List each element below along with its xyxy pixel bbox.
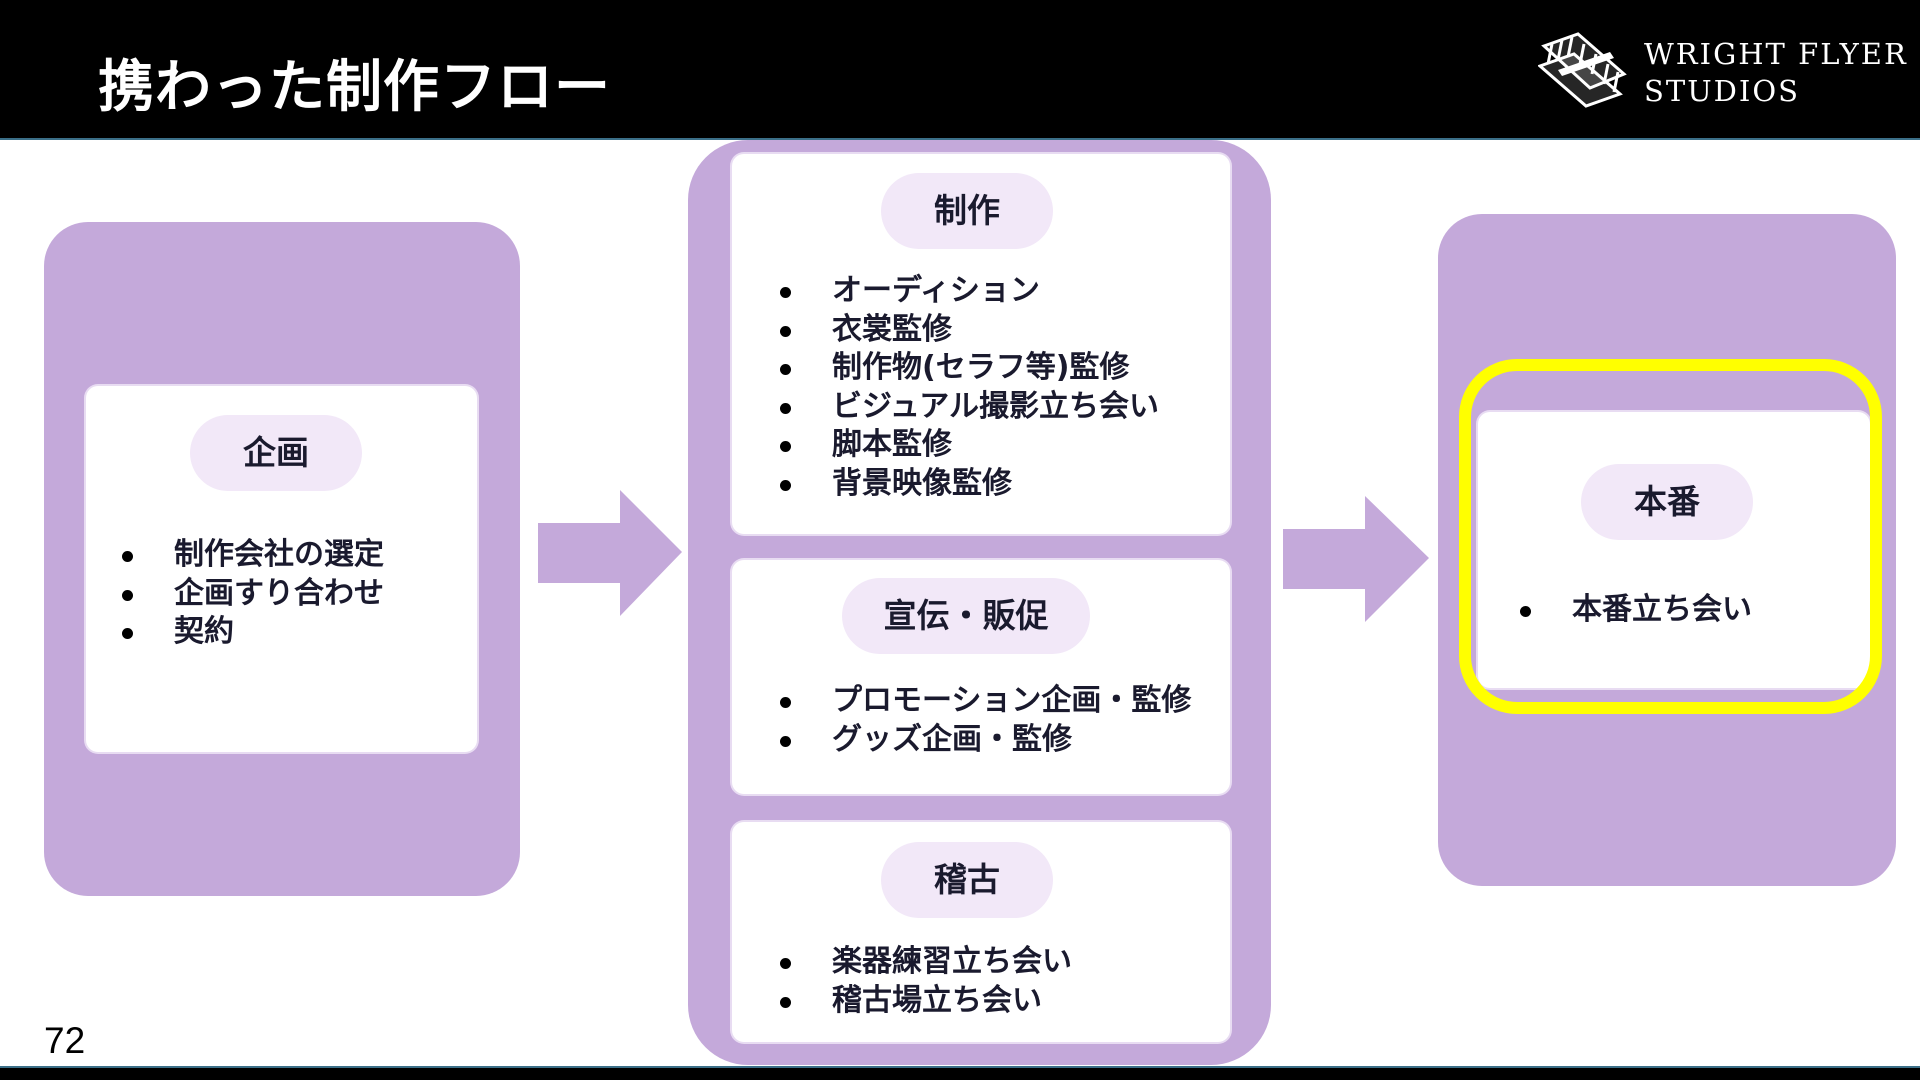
planning-label: 企画 [190, 415, 362, 491]
list-item: プロモーション企画・監修 [778, 682, 1191, 721]
flow-arrow-icon [538, 490, 682, 616]
footer-divider [0, 1066, 1920, 1068]
list-item: 衣裳監修 [778, 311, 1159, 350]
footer-bar [0, 1068, 1920, 1080]
list-item: 企画すり合わせ [120, 575, 384, 614]
performance-card [1478, 412, 1870, 688]
list-item: 稽古場立ち会い [778, 982, 1072, 1021]
list-item: 脚本監修 [778, 426, 1159, 465]
performance-label: 本番 [1581, 464, 1753, 540]
list-item: 制作会社の選定 [120, 536, 384, 575]
list-item: 本番立ち会い [1518, 591, 1752, 630]
production-list: オーディション 衣裳監修 制作物(セラフ等)監修 ビジュアル撮影立ち会い 脚本監… [778, 272, 1159, 503]
list-item: オーディション [778, 272, 1159, 311]
list-item: 楽器練習立ち会い [778, 943, 1072, 982]
logo-line-2: STUDIOS [1644, 74, 1800, 108]
list-item: 背景映像監修 [778, 465, 1159, 504]
page-number: 72 [44, 1020, 86, 1061]
list-item: ビジュアル撮影立ち会い [778, 388, 1159, 427]
header-divider [0, 138, 1920, 140]
rehearsal-label: 稽古 [881, 842, 1053, 918]
planning-list: 制作会社の選定 企画すり合わせ 契約 [120, 536, 384, 652]
logo-line-1: WRIGHT FLYER [1644, 37, 1908, 71]
company-logo: WRIGHT FLYER STUDIOS [1538, 26, 1906, 116]
rehearsal-list: 楽器練習立ち会い 稽古場立ち会い [778, 943, 1072, 1020]
header-bar: 携わった制作フロー WRIGHT FLYER STUDIOS [0, 0, 1920, 138]
list-item: 契約 [120, 613, 384, 652]
promotion-label: 宣伝・販促 [842, 578, 1090, 654]
logo-text: WRIGHT FLYER STUDIOS [1644, 36, 1908, 110]
page-title: 携わった制作フロー [98, 55, 611, 120]
list-item: グッズ企画・監修 [778, 721, 1191, 760]
highlight-frame [1459, 359, 1882, 714]
flow-arrow-icon [1283, 496, 1429, 622]
performance-list: 本番立ち会い [1518, 591, 1752, 630]
airplane-logo-icon [1538, 32, 1627, 108]
list-item: 制作物(セラフ等)監修 [778, 349, 1159, 388]
production-label: 制作 [881, 173, 1053, 249]
promotion-list: プロモーション企画・監修 グッズ企画・監修 [778, 682, 1191, 759]
